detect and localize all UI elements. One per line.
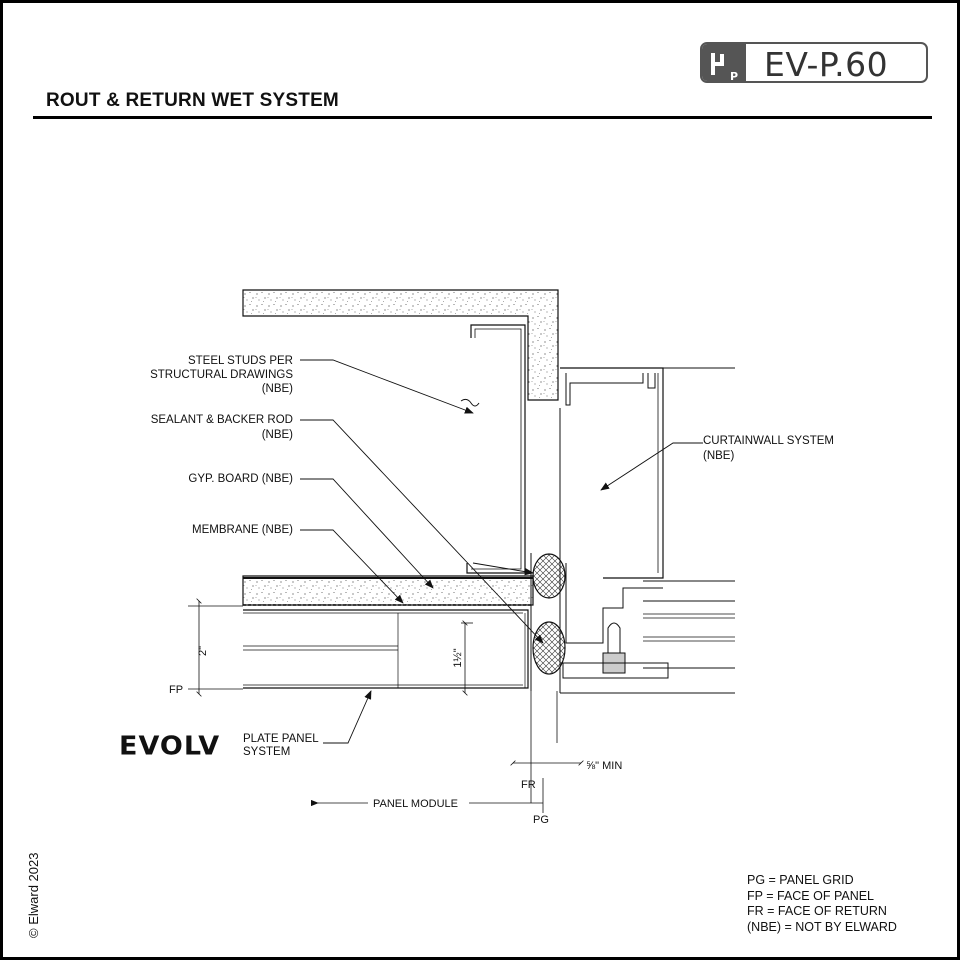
sealant-label-1: SEALANT & BACKER ROD — [151, 414, 293, 426]
copyright-notice: © Elward 2023 — [26, 852, 41, 938]
gyp-board-label: GYP. BOARD (NBE) — [188, 473, 293, 485]
sheet-code: EV-P.60 — [764, 45, 889, 83]
top-wall-assembly — [242, 289, 559, 574]
plate-panel — [243, 609, 529, 689]
abbreviation-legend: PG = PANEL GRID FP = FACE OF PANEL FR = … — [747, 873, 897, 935]
curtainwall-label-1: CURTAINWALL SYSTEM — [703, 435, 834, 447]
pg-label: PG — [533, 814, 549, 826]
sealant-label-2: (NBE) — [262, 429, 293, 441]
legend-item: PG = PANEL GRID — [747, 873, 854, 887]
svg-text:P: P — [730, 70, 738, 83]
fp-label: FP — [169, 684, 183, 696]
leader-lines — [300, 359, 703, 744]
steel-studs-label-1: STEEL STUDS PER — [188, 355, 293, 367]
membrane-label: MEMBRANE (NBE) — [192, 524, 293, 536]
curtainwall-label-2: (NBE) — [703, 450, 734, 462]
bottom-wall-assembly — [242, 575, 534, 606]
sealant-and-backer-rod — [530, 553, 566, 803]
title-divider — [33, 116, 932, 119]
brand-subtitle-line-1: PLATE PANEL — [243, 733, 319, 745]
page-title: ROUT & RETURN WET SYSTEM — [46, 90, 339, 111]
panel-module-label: PANEL MODULE — [373, 798, 458, 810]
steel-studs-label-2: STRUCTURAL DRAWINGS — [150, 369, 293, 381]
curtainwall-mullion — [559, 367, 735, 694]
brand-subtitle-line-2: SYSTEM — [243, 746, 291, 758]
panel-depth-dim: 2" — [197, 646, 209, 656]
return-depth-dim: 1½" — [452, 648, 464, 667]
fr-label: FR — [521, 779, 536, 791]
callout-labels: STEEL STUDS PER STRUCTURAL DRAWINGS (NBE… — [150, 355, 834, 826]
legend-item: FP = FACE OF PANEL — [747, 888, 875, 903]
steel-studs-label-3: (NBE) — [262, 383, 293, 395]
joint-min-dim: ⅝" MIN — [586, 760, 622, 772]
section-detail-drawing: STEEL STUDS PER STRUCTURAL DRAWINGS (NBE… — [150, 289, 834, 826]
evolv-logo: EVOLV — [119, 731, 221, 762]
elward-badge-logo-icon: P — [702, 44, 746, 81]
brand-subtitle: PLATE PANEL SYSTEM — [243, 733, 319, 759]
legend-item: (NBE) = NOT BY ELWARD — [747, 919, 897, 934]
dimension-lines — [188, 598, 584, 813]
sheet-code-badge: P EV-P.60 — [700, 42, 928, 83]
legend-item: FR = FACE OF RETURN — [747, 904, 887, 918]
